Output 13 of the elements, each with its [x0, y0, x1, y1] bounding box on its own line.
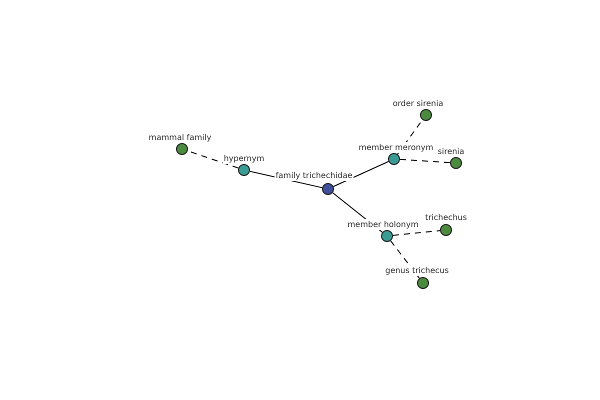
- node-label: sirenia: [436, 146, 466, 157]
- node-label: family trichechidae: [274, 170, 354, 181]
- connector-line: [392, 230, 441, 236]
- connector-line: [390, 240, 420, 279]
- connector-line: [332, 160, 390, 188]
- node-label: trichechus: [424, 212, 468, 223]
- node-label: order sirenia: [392, 98, 444, 109]
- node-label: mammal family: [148, 132, 212, 143]
- node-label: member meronym: [358, 142, 434, 153]
- node-label: member holonym: [346, 219, 420, 230]
- node-label: genus trichecus: [384, 265, 450, 276]
- connector-line: [400, 158, 450, 164]
- node-label: hypernym: [222, 153, 266, 164]
